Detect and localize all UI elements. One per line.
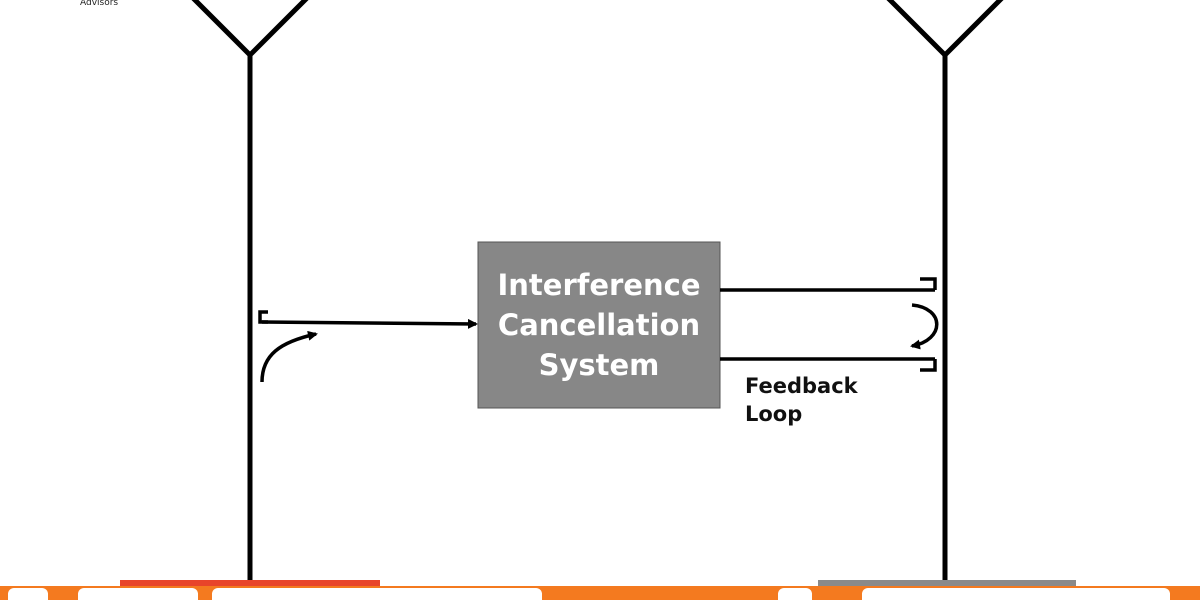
interference-cancellation-block: [477, 241, 721, 409]
right-antenna: [886, 0, 1004, 600]
brand-text: Advisors: [80, 0, 119, 8]
left-tab[interactable]: [120, 580, 380, 588]
curved-arrow: [260, 330, 318, 383]
input-arrow: [261, 318, 478, 329]
contact-icon-left: [8, 588, 48, 600]
feedback-loop-label: Feedback Loop: [745, 372, 858, 428]
phone-text-fragment: [862, 588, 1170, 600]
contact-text-fragment-2: [212, 588, 542, 600]
contact-text-fragment-1: [78, 588, 198, 600]
right-coupler-top: [920, 277, 937, 290]
feedback-label-line1: Feedback: [745, 374, 858, 398]
block-label-line1: Interference: [497, 268, 701, 302]
block-label-line3: System: [538, 348, 660, 382]
feedback-label-line2: Loop: [745, 402, 803, 426]
left-antenna: [191, 0, 309, 600]
feedback-loop-arrow: [910, 303, 939, 350]
block-label: Interference Cancellation System: [478, 242, 720, 408]
block-label-line2: Cancellation: [497, 308, 701, 342]
right-coupler-bottom: [920, 359, 937, 372]
phone-icon: [778, 588, 812, 600]
right-tab[interactable]: [818, 580, 1076, 588]
contact-bar: [0, 586, 1200, 600]
